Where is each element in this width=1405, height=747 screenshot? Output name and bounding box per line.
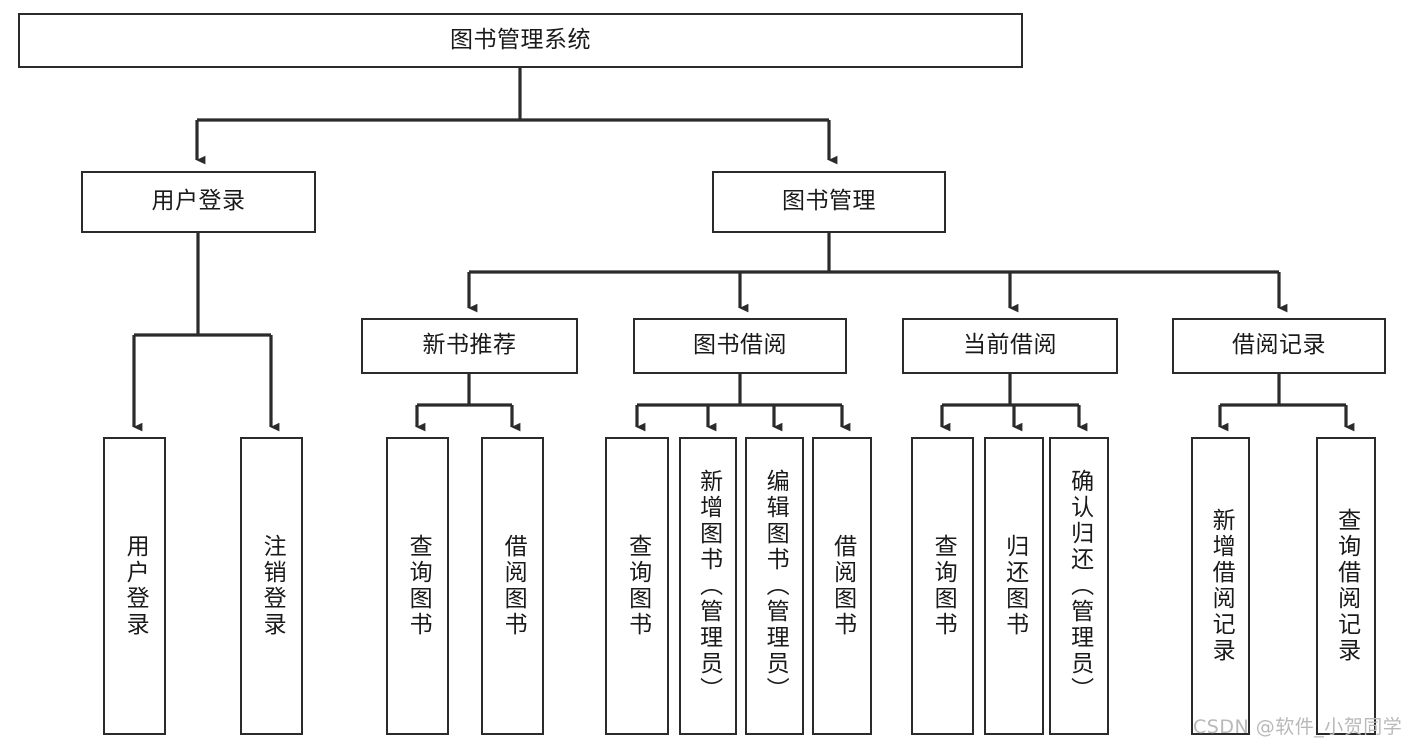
- node-leaf-return-book[interactable]: 归还图书: [984, 437, 1044, 735]
- node-leaf-query-book-2[interactable]: 查询图书: [605, 437, 669, 735]
- node-leaf-borrow-book-2[interactable]: 借阅图书: [812, 437, 872, 735]
- node-leaf-query-record-label: 查询借阅记录: [1333, 508, 1360, 664]
- node-leaf-borrow-book-1-label: 借阅图书: [500, 534, 527, 638]
- node-current-borrow-label: 当前借阅: [963, 332, 1057, 359]
- node-leaf-query-book-2-label: 查询图书: [624, 534, 651, 638]
- node-leaf-logout[interactable]: 注销登录: [240, 437, 303, 735]
- node-book-management-label: 图书管理: [782, 188, 876, 215]
- node-borrow-record[interactable]: 借阅记录: [1172, 318, 1386, 374]
- node-leaf-query-record[interactable]: 查询借阅记录: [1316, 437, 1376, 735]
- node-leaf-edit-book[interactable]: 编辑图书（管理员）: [745, 437, 804, 735]
- node-leaf-query-book-1[interactable]: 查询图书: [386, 437, 449, 735]
- node-leaf-user-login[interactable]: 用户登录: [103, 437, 166, 735]
- node-user-login-label: 用户登录: [151, 188, 246, 215]
- node-leaf-confirm-return[interactable]: 确认归还（管理员）: [1049, 437, 1109, 735]
- node-leaf-borrow-book-2-label: 借阅图书: [829, 534, 856, 638]
- node-leaf-borrow-book-1[interactable]: 借阅图书: [481, 437, 544, 735]
- node-leaf-query-book-3[interactable]: 查询图书: [911, 437, 974, 735]
- node-root-label: 图书管理系统: [450, 26, 591, 53]
- node-book-borrow[interactable]: 图书借阅: [633, 318, 847, 374]
- node-new-book-recommend[interactable]: 新书推荐: [361, 318, 578, 374]
- node-book-management[interactable]: 图书管理: [712, 171, 946, 233]
- node-leaf-add-record[interactable]: 新增借阅记录: [1191, 437, 1250, 735]
- node-current-borrow[interactable]: 当前借阅: [902, 318, 1118, 374]
- node-leaf-add-book[interactable]: 新增图书（管理员）: [679, 437, 737, 735]
- node-leaf-return-book-label: 归还图书: [1001, 534, 1028, 638]
- node-leaf-query-book-1-label: 查询图书: [405, 534, 432, 638]
- node-leaf-add-book-label: 新增图书（管理员）: [695, 469, 722, 703]
- node-user-login[interactable]: 用户登录: [81, 171, 316, 233]
- node-leaf-query-book-3-label: 查询图书: [930, 534, 957, 638]
- node-borrow-record-label: 借阅记录: [1232, 332, 1326, 359]
- node-leaf-edit-book-label: 编辑图书（管理员）: [762, 469, 789, 703]
- node-leaf-logout-label: 注销登录: [259, 534, 286, 638]
- node-root[interactable]: 图书管理系统: [18, 13, 1023, 68]
- node-leaf-user-login-label: 用户登录: [122, 534, 149, 638]
- node-leaf-add-record-label: 新增借阅记录: [1208, 508, 1235, 664]
- node-book-borrow-label: 图书借阅: [693, 332, 787, 359]
- node-leaf-confirm-return-label: 确认归还（管理员）: [1066, 469, 1093, 703]
- node-new-book-recommend-label: 新书推荐: [422, 332, 517, 359]
